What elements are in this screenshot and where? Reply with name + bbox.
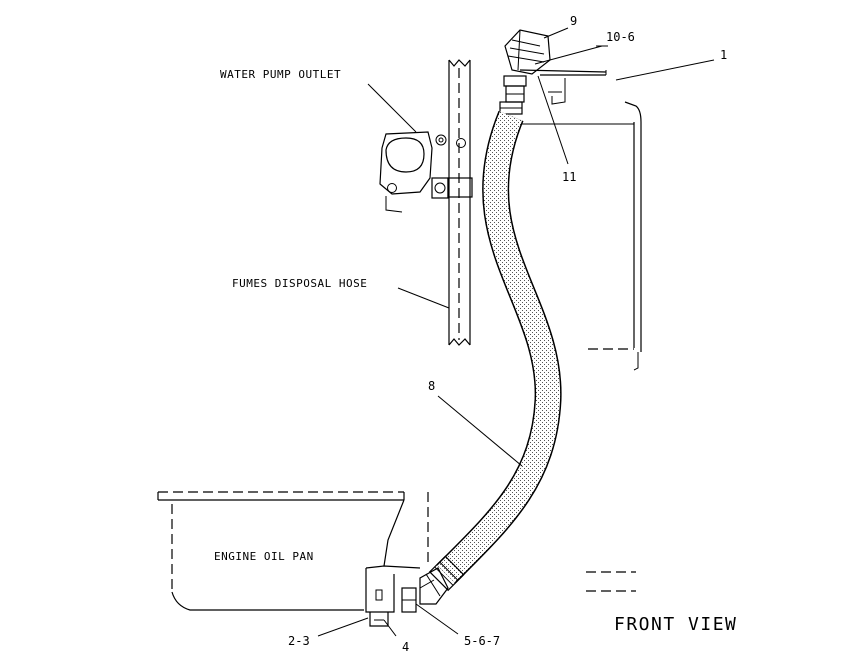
top-elbow-fitting [499, 29, 607, 115]
leader-lines [317, 27, 715, 637]
callout-11: 11 [562, 170, 576, 184]
callout-4: 4 [402, 640, 409, 654]
front-view-label: FRONT VIEW [614, 614, 737, 635]
callout-8: 8 [428, 379, 435, 393]
callout-9: 9 [570, 14, 577, 28]
dipstick-tube [520, 101, 642, 371]
callout-5-6-7: 5-6-7 [464, 634, 500, 648]
fumes-disposal-tube [448, 59, 471, 346]
callout-1: 1 [720, 48, 727, 62]
callout-2-3: 2-3 [288, 634, 310, 648]
callout-10-6: 10-6 [606, 30, 635, 44]
fumes-disposal-hose-label: FUMES DISPOSAL HOSE [232, 277, 367, 290]
engine-oil-pan-label: ENGINE OIL PAN [214, 550, 314, 563]
flexible-hose [401, 110, 562, 613]
water-pump-outlet-bracket [379, 131, 473, 213]
engine-oil-pan [157, 491, 429, 627]
water-pump-outlet-label: WATER PUMP OUTLET [220, 68, 341, 81]
